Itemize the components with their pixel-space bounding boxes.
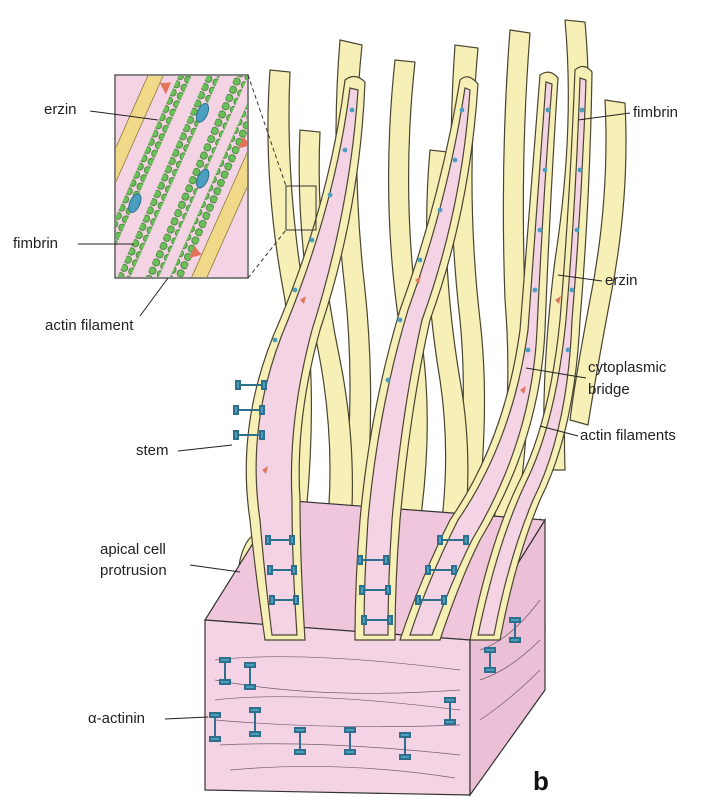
label-cytoplasmic-bridge-line2: bridge (588, 381, 630, 399)
label-cytoplasmic-bridge-line1: cytoplasmic (588, 359, 666, 377)
label-fimbrin-inset: fimbrin (13, 235, 58, 253)
label-erzin-inset: erzin (44, 101, 77, 119)
label-actin-filaments: actin filaments (580, 427, 676, 445)
label-apical-cell-protrusion-line2: protrusion (100, 562, 167, 580)
label-stem: stem (136, 442, 169, 460)
label-fimbrin-right: fimbrin (633, 104, 678, 122)
label-alpha-actinin: α-actinin (88, 710, 145, 728)
panel-letter: b (533, 766, 549, 797)
label-apical-cell-protrusion-line1: apical cell (100, 541, 166, 559)
label-actin-filament: actin filament (45, 317, 133, 335)
label-erzin-right: erzin (605, 272, 638, 290)
inset-magnified-view (58, 22, 296, 333)
